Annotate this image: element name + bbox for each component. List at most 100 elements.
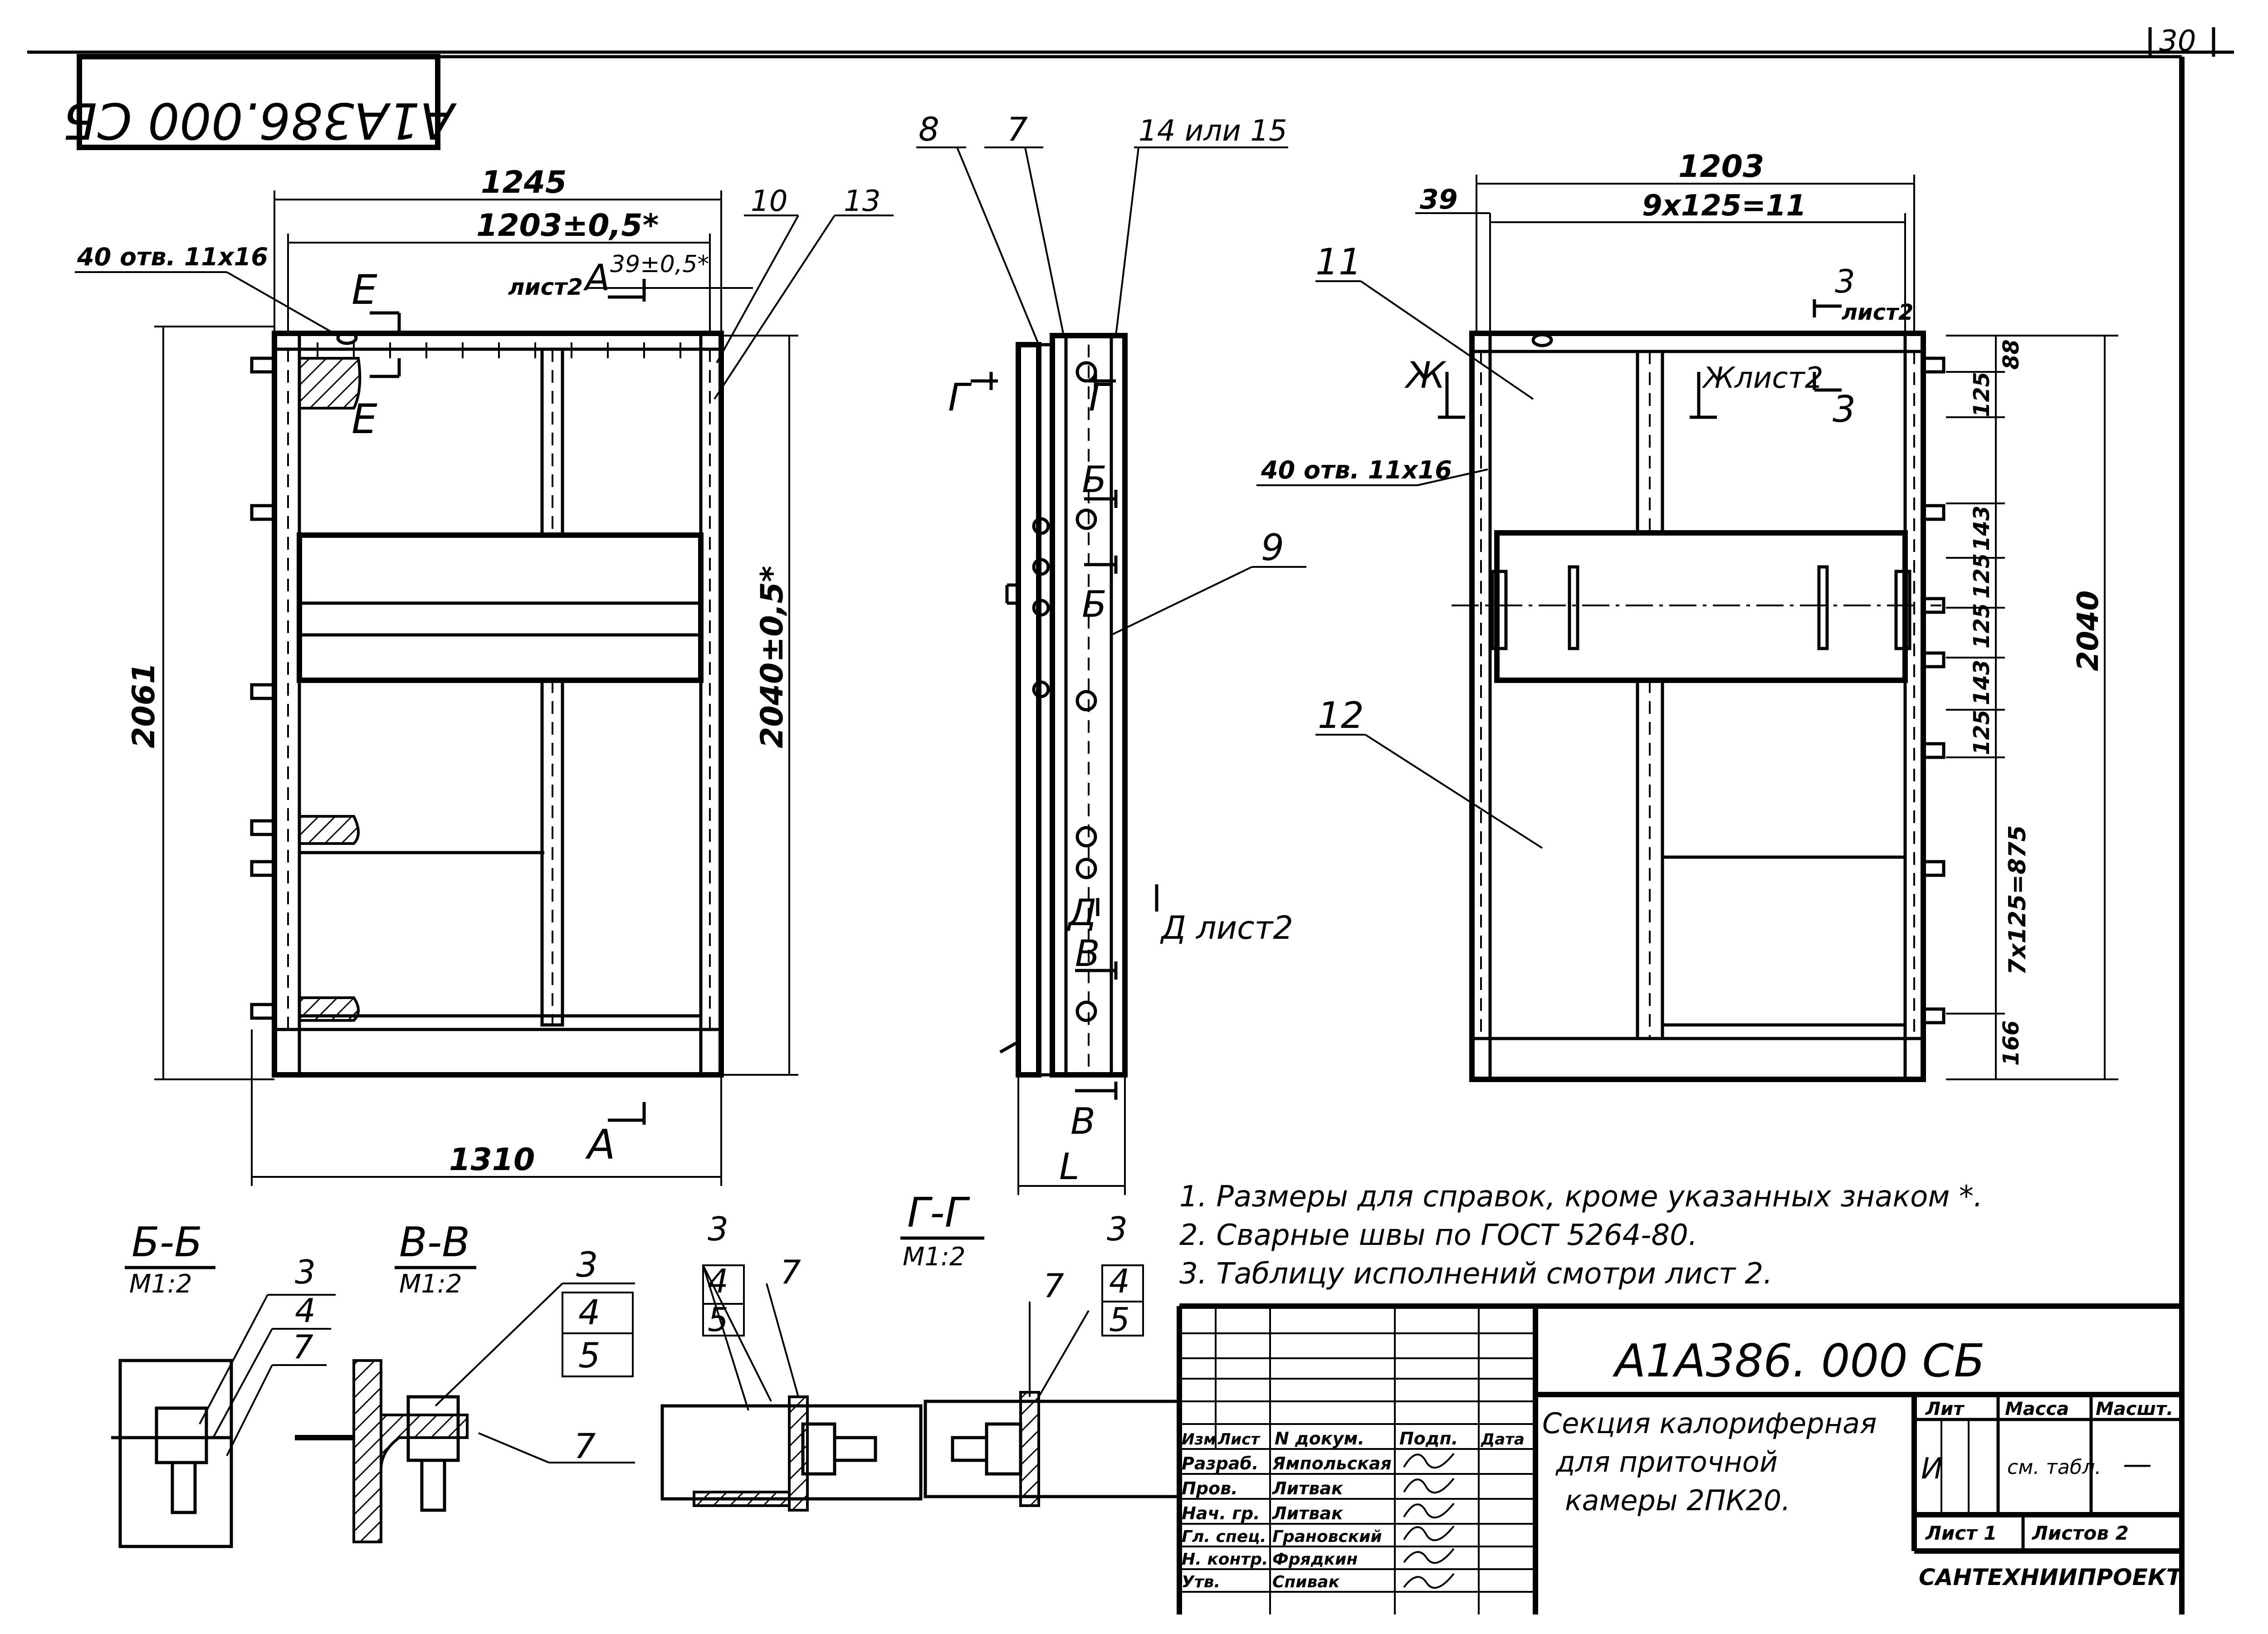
tb-mass-value: см. табл. xyxy=(2007,1456,2101,1479)
tb-title-3: камеры 2ПК20. xyxy=(1565,1484,1790,1517)
gg-num-4-right: 4 xyxy=(1109,1262,1130,1300)
section-D: Д xyxy=(1067,892,1097,934)
section-G-left: Г xyxy=(948,375,972,419)
section-Zh-right: Жлист2 xyxy=(1701,361,1823,395)
tb-mass-header: Масса xyxy=(2005,1399,2069,1419)
rear-dim-width: 1203 xyxy=(1678,149,1764,185)
pos-8: 8 xyxy=(919,110,939,148)
gg-num-3-right: 3 xyxy=(1107,1210,1128,1248)
role-3: Гл. спец. xyxy=(1182,1527,1266,1546)
tb-sheets: Листов 2 xyxy=(2031,1522,2129,1544)
section-B6-top: Б xyxy=(1082,458,1107,501)
pos-10: 10 xyxy=(751,185,787,218)
detail-bb: Б-Б М1:2 3 4 7 xyxy=(111,1219,336,1548)
gg-num-4-left: 4 xyxy=(708,1262,728,1300)
rear-dim-offset: 39 xyxy=(1420,184,1458,215)
pos-13: 13 xyxy=(844,185,880,218)
tb-scale-header: Масшт. xyxy=(2096,1399,2173,1419)
rear-view: 1203 9х125=11 39 2040 88 125 143 125 125… xyxy=(1256,149,2118,1082)
section-A-sheet: лист2 xyxy=(508,274,583,300)
section-A-bottom: А xyxy=(585,1121,616,1169)
name-2: Литвак xyxy=(1272,1503,1344,1523)
gg-num-7-right: 7 xyxy=(1043,1267,1064,1305)
section-B6-bottom: Б xyxy=(1082,583,1107,625)
col-sign: Подп. xyxy=(1399,1429,1458,1449)
dim-width-inner: 1203±0,5* xyxy=(476,208,659,244)
tb-lit-value: И xyxy=(1921,1452,1943,1486)
note-2: 2. Сварные швы по ГОСТ 5264-80. xyxy=(1179,1219,1697,1252)
gg-num-7-left: 7 xyxy=(780,1253,801,1291)
rear-dim-7x125: 7х125=875 xyxy=(2004,825,2031,975)
rotated-code-box: А1А386.000 СБ xyxy=(63,54,457,150)
vv-num-7: 7 xyxy=(574,1426,596,1466)
section-3-bottom: 3 xyxy=(1833,388,1856,430)
pos-9: 9 xyxy=(1261,527,1284,569)
rear-dim-88: 88 xyxy=(1999,339,2024,370)
rear-hole-note: 40 отв. 11х16 xyxy=(1261,456,1452,484)
dim-sheet-ref: 39±0,5* xyxy=(610,251,709,278)
col-list: Лист xyxy=(1217,1430,1261,1449)
signatures xyxy=(1403,1453,1455,1589)
section-E-top: Е xyxy=(352,266,377,314)
bb-num-4: 4 xyxy=(295,1292,316,1330)
tb-title-1: Секция калориферная xyxy=(1542,1407,1877,1440)
name-3: Грановский xyxy=(1272,1527,1382,1546)
dim-height-total: 2061 xyxy=(126,663,162,748)
note-1: 1. Размеры для справок, кроме указанных … xyxy=(1179,1180,1983,1214)
detail-vv: В-В М1:2 3 4 5 7 xyxy=(295,1219,635,1543)
rear-dim-125a: 125 xyxy=(1969,372,1994,417)
rear-dim-pitch: 9х125=11 xyxy=(1642,189,1806,223)
vv-scale: М1:2 xyxy=(399,1269,462,1299)
bb-title: Б-Б xyxy=(132,1219,202,1266)
role-2: Нач. гр. xyxy=(1182,1503,1260,1523)
tb-code: А1А386. 000 СБ xyxy=(1612,1334,1985,1387)
front-hole-note: 40 отв. 11х16 xyxy=(77,243,268,271)
tb-sheet: Лист 1 xyxy=(1925,1522,1997,1544)
name-5: Спивак xyxy=(1272,1573,1340,1591)
gg-num-3-left: 3 xyxy=(708,1210,728,1248)
rear-dim-height: 2040 xyxy=(2072,590,2105,671)
pos-11: 11 xyxy=(1315,241,1362,283)
note-3: 3. Таблицу исполнений смотри лист 2. xyxy=(1179,1257,1773,1291)
role-1: Пров. xyxy=(1182,1478,1238,1498)
vv-num-3: 3 xyxy=(576,1244,598,1285)
pos-14-or-15: 14 или 15 xyxy=(1139,114,1287,148)
dim-height-inner: 2040±0,5* xyxy=(754,566,790,748)
front-view: 1245 1203±0,5* 2061 2040±0,5* 1310 39±0,… xyxy=(75,165,894,1186)
vv-title: В-В xyxy=(399,1219,470,1266)
role-0: Разраб. xyxy=(1182,1454,1258,1473)
gg-num-5-right: 5 xyxy=(1109,1301,1130,1339)
rear-dim-125b: 125 xyxy=(1969,553,1994,599)
gg-scale: М1:2 xyxy=(903,1242,965,1272)
role-5: Утв. xyxy=(1182,1573,1220,1591)
section-A-top: А xyxy=(583,257,610,299)
rotated-code: А1А386.000 СБ xyxy=(63,92,457,150)
rear-dim-125c: 125 xyxy=(1969,603,1994,649)
col-doc: N докум. xyxy=(1275,1429,1364,1449)
pos-7-side: 7 xyxy=(1007,110,1028,148)
name-1: Литвак xyxy=(1272,1478,1344,1498)
side-view: 8 7 14 или 15 Г Г Б Б Д Д лист2 В В xyxy=(916,110,1306,1195)
gg-num-5-left: 5 xyxy=(708,1301,728,1339)
section-E-bottom: Е xyxy=(352,395,377,443)
detail-gg: Г-Г М1:2 3 4 5 7 7 3 4 5 xyxy=(660,1189,1181,1512)
vv-num-5: 5 xyxy=(578,1335,600,1375)
bb-scale: М1:2 xyxy=(129,1269,192,1299)
bb-num-3: 3 xyxy=(295,1253,316,1291)
notes: 1. Размеры для справок, кроме указанных … xyxy=(1179,1180,1983,1291)
vv-num-4: 4 xyxy=(578,1292,600,1332)
section-3-sheet: лист2 xyxy=(1842,300,1913,325)
section-D-sheet: Д лист2 xyxy=(1160,909,1293,946)
dim-base: 1310 xyxy=(449,1142,535,1178)
name-0: Ямпольская xyxy=(1272,1454,1392,1473)
rear-dim-166: 166 xyxy=(1999,1020,2024,1066)
role-4: Н. контр. xyxy=(1182,1550,1268,1569)
rear-dim-143b: 143 xyxy=(1969,660,1994,705)
dim-L: L xyxy=(1059,1146,1080,1188)
name-4: Фрядкин xyxy=(1272,1550,1358,1569)
section-Zh-left: Ж xyxy=(1404,354,1447,396)
title-block: Изм Лист N докум. Подп. Дата Разраб. Ямп… xyxy=(1177,1303,2184,1614)
col-date: Дата xyxy=(1481,1430,1525,1449)
pos-12: 12 xyxy=(1318,694,1364,737)
